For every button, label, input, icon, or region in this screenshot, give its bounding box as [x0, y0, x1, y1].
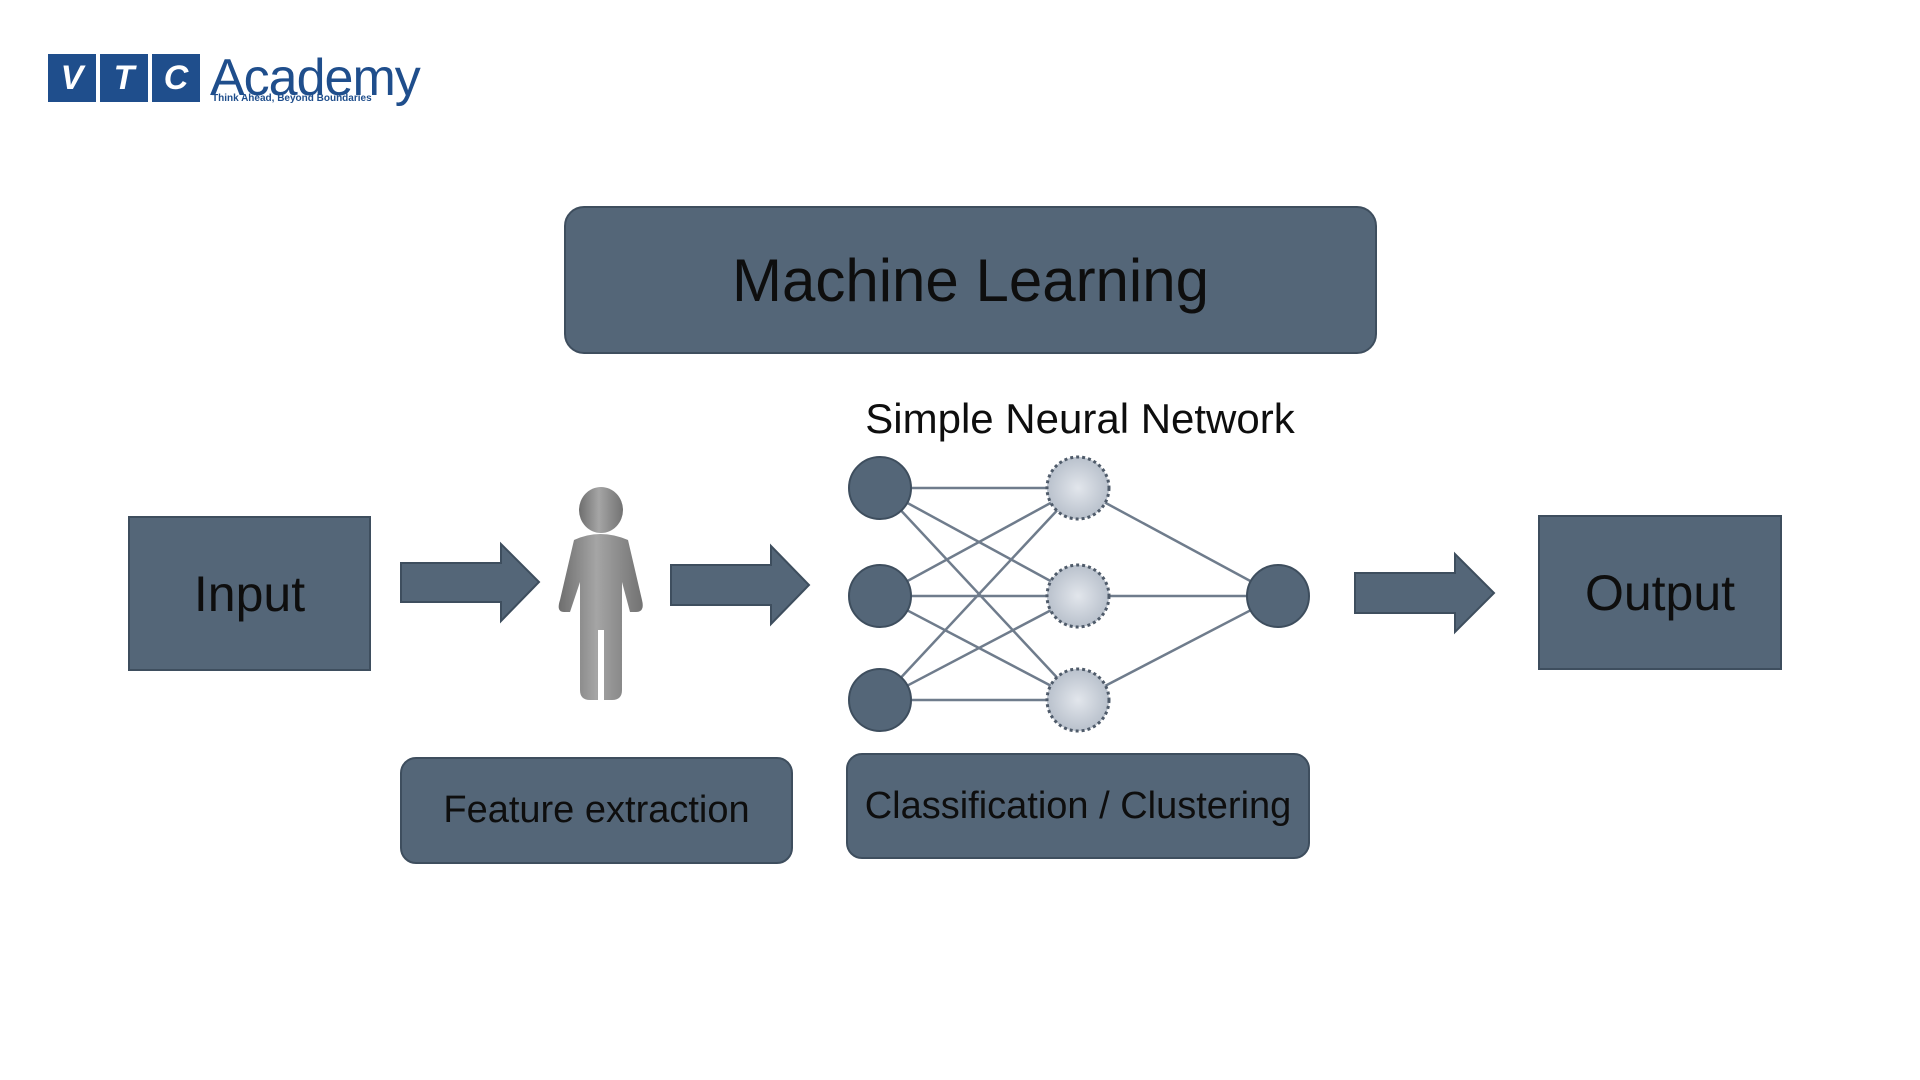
person-icon [558, 487, 643, 700]
logo-letter-v: V [48, 54, 96, 102]
input-node-3 [848, 668, 912, 732]
input-box: Input [128, 516, 371, 671]
right-arrow-icon [1354, 551, 1496, 635]
hidden-node-1 [1045, 455, 1111, 521]
hidden-node-2 [1045, 563, 1111, 629]
logo-letter-blocks: V T C [48, 54, 200, 102]
feature-extraction-box: Feature extraction [400, 757, 793, 864]
classification-clustering-box: Classification / Clustering [846, 753, 1310, 859]
neural-network-label: Simple Neural Network [865, 395, 1295, 442]
right-arrow-icon [670, 543, 811, 627]
output-box: Output [1538, 515, 1782, 670]
machine-learning-title: Machine Learning [564, 206, 1377, 354]
input-node-1 [848, 456, 912, 520]
right-arrow-icon [400, 541, 541, 624]
network-connections [879, 486, 1279, 702]
hidden-node-3 [1045, 667, 1111, 733]
logo-letter-t: T [100, 54, 148, 102]
logo-letter-c: C [152, 54, 200, 102]
input-node-2 [848, 564, 912, 628]
logo-wordmark: Academy [210, 49, 421, 107]
output-node [1246, 564, 1310, 628]
logo-tagline: Think Ahead, Beyond Boundaries [212, 93, 372, 104]
